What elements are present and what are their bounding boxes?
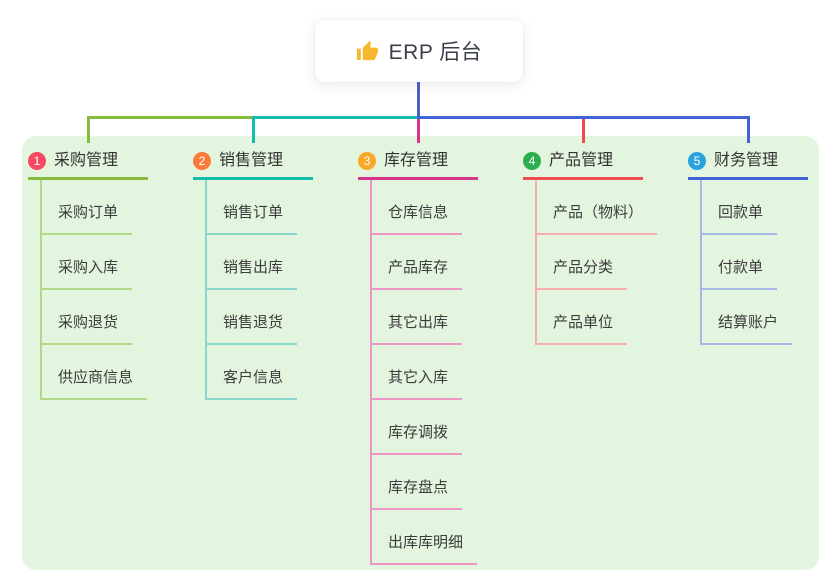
branch-drop-line — [251, 116, 255, 143]
child-node[interactable]: 采购退货 — [40, 313, 133, 345]
child-node[interactable]: 采购入库 — [40, 258, 133, 290]
branch-drop-line — [86, 116, 90, 143]
branch-spine-line — [40, 180, 42, 400]
root-title: ERP 后台 — [388, 41, 483, 64]
child-node[interactable]: 库存调拨 — [370, 423, 463, 455]
branch-number-badge: 2 — [193, 152, 211, 170]
child-node[interactable]: 其它入库 — [370, 368, 463, 400]
child-node[interactable]: 销售退货 — [205, 313, 298, 345]
trunk-segment — [416, 116, 750, 119]
branch-label: 销售管理 — [219, 152, 284, 169]
child-node[interactable]: 采购订单 — [40, 203, 133, 235]
branch-3: 3 库存管理仓库信息产品库存其它出库其它入库库存调拨库存盘点出库库明细 — [358, 148, 478, 565]
child-node[interactable]: 供应商信息 — [40, 368, 148, 400]
branches-panel — [22, 136, 819, 570]
branch-header-4[interactable]: 4 产品管理 — [523, 148, 643, 180]
child-node[interactable]: 付款单 — [700, 258, 778, 290]
child-node[interactable]: 客户信息 — [205, 368, 298, 400]
thumbs-up-icon — [356, 40, 378, 60]
branch-2: 2 销售管理销售订单销售出库销售退货客户信息 — [193, 148, 313, 400]
child-node[interactable]: 回款单 — [700, 203, 778, 235]
branch-header-2[interactable]: 2 销售管理 — [193, 148, 313, 180]
branch-header-3[interactable]: 3 库存管理 — [358, 148, 478, 180]
branch-number-badge: 5 — [688, 152, 706, 170]
branch-header-5[interactable]: 5 财务管理 — [688, 148, 808, 180]
branch-label: 产品管理 — [549, 152, 614, 169]
branch-drop-line — [581, 116, 585, 143]
branch-label: 库存管理 — [384, 152, 449, 169]
child-node[interactable]: 产品分类 — [535, 258, 628, 290]
branch-spine-line — [205, 180, 207, 400]
child-node[interactable]: 销售订单 — [205, 203, 298, 235]
child-node[interactable]: 其它出库 — [370, 313, 463, 345]
child-node[interactable]: 仓库信息 — [370, 203, 463, 235]
root-trunk-line — [416, 82, 420, 119]
child-node[interactable]: 结算账户 — [700, 313, 793, 345]
branch-4: 4 产品管理产品（物料） 产品分类产品单位 — [523, 148, 658, 345]
child-node[interactable]: 产品单位 — [535, 313, 628, 345]
branch-drop-line — [746, 116, 750, 143]
branch-number-badge: 4 — [523, 152, 541, 170]
branch-1: 1 采购管理采购订单采购入库采购退货供应商信息 — [28, 148, 148, 400]
branch-spine-line — [370, 180, 372, 565]
branch-drop-line — [416, 116, 420, 143]
branch-label: 采购管理 — [54, 152, 119, 169]
branch-spine-line — [535, 180, 537, 345]
branch-spine-line — [700, 180, 702, 345]
child-node[interactable]: 销售出库 — [205, 258, 298, 290]
child-node[interactable]: 产品（物料） — [535, 203, 658, 235]
branch-number-badge: 1 — [28, 152, 46, 170]
branch-5: 5 财务管理回款单付款单结算账户 — [688, 148, 808, 345]
branch-number-badge: 3 — [358, 152, 376, 170]
branch-header-1[interactable]: 1 采购管理 — [28, 148, 148, 180]
child-node[interactable]: 产品库存 — [370, 258, 463, 290]
branch-label: 财务管理 — [714, 152, 779, 169]
child-node[interactable]: 出库库明细 — [370, 533, 478, 565]
trunk-segment — [251, 116, 420, 119]
root-node[interactable]: ERP 后台 — [315, 20, 523, 82]
child-node[interactable]: 库存盘点 — [370, 478, 463, 510]
